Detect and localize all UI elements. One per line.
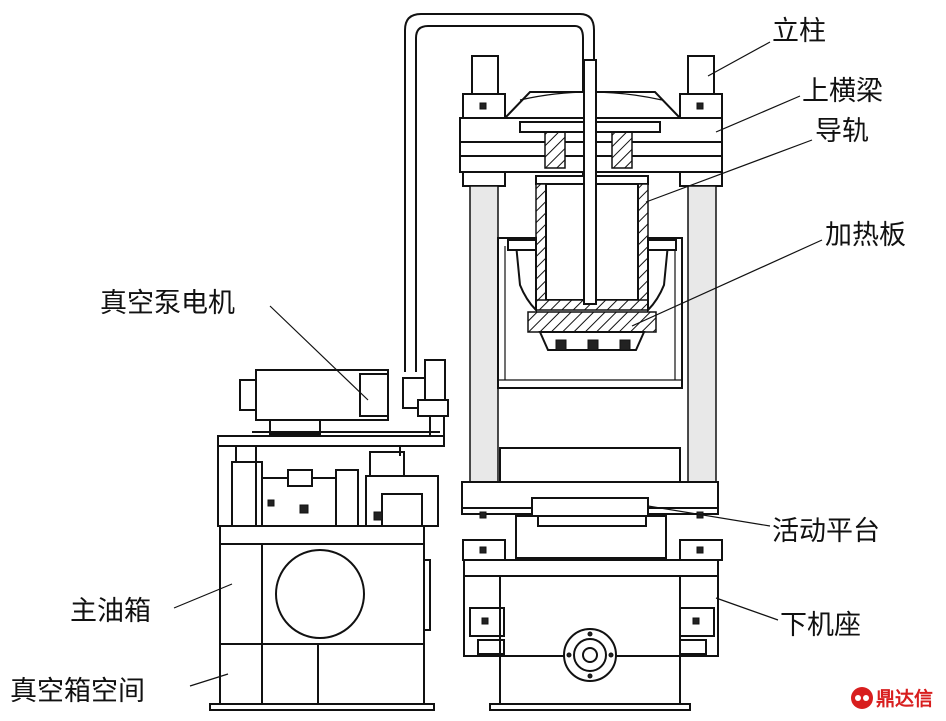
leader-lines — [173, 41, 823, 687]
watermark-text: 鼎达信 — [876, 687, 933, 710]
press-frame — [404, 13, 723, 711]
label-heating-plate: 加热板 — [825, 220, 906, 251]
heating-plate — [507, 236, 677, 351]
label-upper-beam: 上横梁 — [802, 76, 883, 107]
label-movable-platform: 活动平台 — [772, 516, 880, 547]
hydraulic-station — [209, 359, 449, 711]
column-top-left — [471, 55, 499, 95]
guide-rail — [535, 59, 649, 311]
label-vacuum-pump-motor: 真空泵电机 — [100, 288, 235, 319]
label-column: 立柱 — [772, 16, 826, 47]
main-oil-tank — [219, 525, 431, 645]
label-vacuum-box-space: 真空箱空间 — [10, 676, 145, 707]
column-left — [469, 185, 499, 485]
label-main-oil-tank: 主油箱 — [70, 596, 151, 627]
watermark-logo-icon — [851, 687, 873, 709]
column-right — [687, 185, 717, 485]
vacuum-box-space — [209, 643, 435, 711]
label-guide-rail: 导轨 — [815, 116, 869, 147]
labels: 立柱 上横梁 导轨 加热板 真空泵电机 活动平台 主油箱 下机座 真空箱空间 — [10, 16, 906, 707]
watermark: 鼎达信 — [851, 687, 933, 710]
movable-platform — [461, 481, 719, 559]
label-lower-base: 下机座 — [780, 610, 861, 641]
vacuum-pump-motor — [239, 369, 389, 435]
lower-base — [463, 559, 719, 711]
